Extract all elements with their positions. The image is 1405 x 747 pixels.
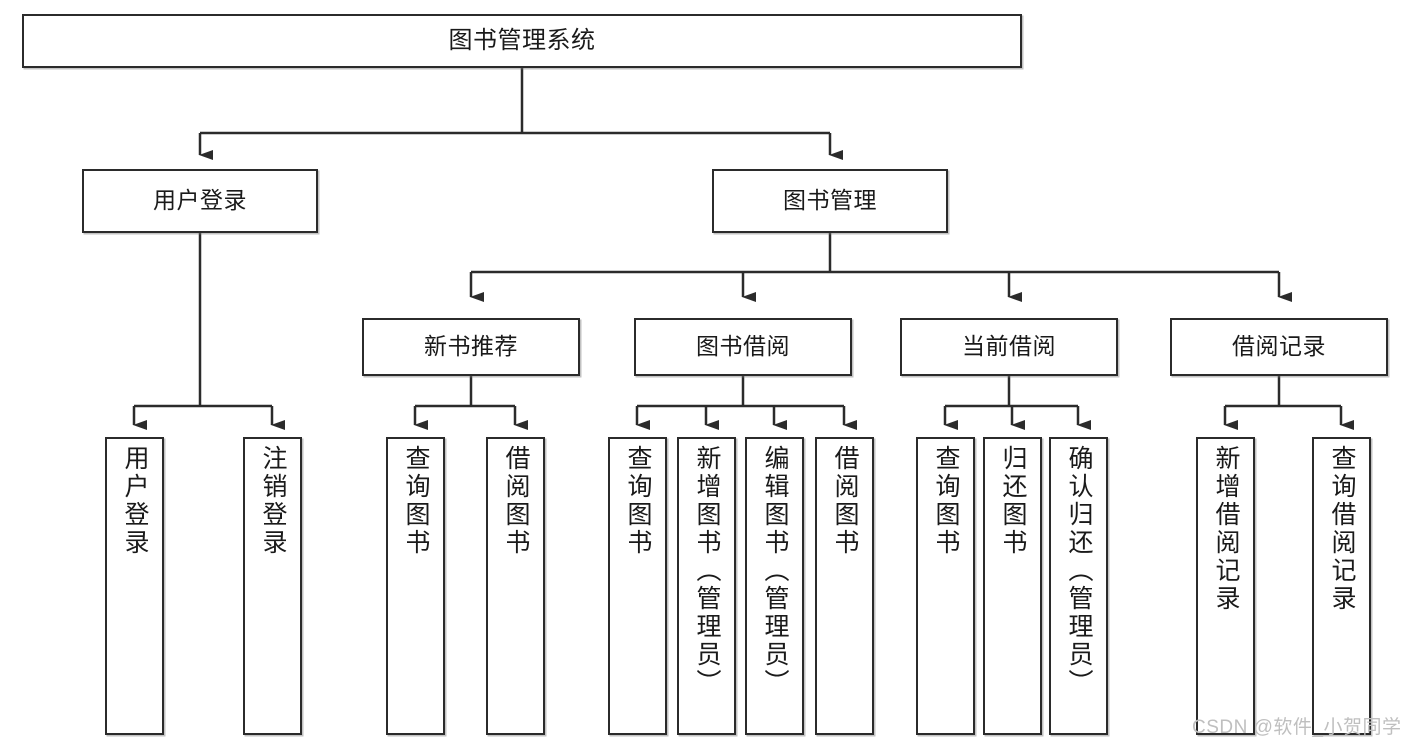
node-leaf-edit-book[interactable]: 编辑图书（管理员） <box>745 437 804 735</box>
node-current-borrow-label: 当前借阅 <box>962 333 1056 360</box>
node-leaf-add-book-label: 新增图书（管理员） <box>693 445 721 697</box>
node-leaf-edit-book-label: 编辑图书（管理员） <box>761 445 789 697</box>
node-new-book-recommend[interactable]: 新书推荐 <box>362 318 580 376</box>
node-leaf-return-book-label: 归还图书 <box>999 445 1027 557</box>
csdn-watermark: CSDN @软件_小贺同学 <box>1192 717 1402 738</box>
node-book-manage[interactable]: 图书管理 <box>712 169 948 233</box>
node-leaf-borrow-book-1-label: 借阅图书 <box>502 445 530 557</box>
node-leaf-query-record[interactable]: 查询借阅记录 <box>1312 437 1371 735</box>
node-leaf-query-book-2-label: 查询图书 <box>624 445 652 557</box>
node-leaf-add-record[interactable]: 新增借阅记录 <box>1196 437 1255 735</box>
node-leaf-user-login[interactable]: 用户登录 <box>105 437 164 735</box>
node-book-borrow-label: 图书借阅 <box>696 333 790 360</box>
node-borrow-record-label: 借阅记录 <box>1232 333 1326 360</box>
node-user-login[interactable]: 用户登录 <box>82 169 318 233</box>
node-leaf-add-record-label: 新增借阅记录 <box>1212 445 1240 613</box>
node-leaf-return-book[interactable]: 归还图书 <box>983 437 1042 735</box>
node-book-borrow[interactable]: 图书借阅 <box>634 318 852 376</box>
node-root[interactable]: 图书管理系统 <box>22 14 1022 68</box>
node-borrow-record[interactable]: 借阅记录 <box>1170 318 1388 376</box>
node-current-borrow[interactable]: 当前借阅 <box>900 318 1118 376</box>
node-leaf-borrow-book-1[interactable]: 借阅图书 <box>486 437 545 735</box>
node-leaf-user-login-label: 用户登录 <box>121 445 149 557</box>
node-leaf-borrow-book-2-label: 借阅图书 <box>831 445 859 557</box>
node-leaf-query-book-3-label: 查询图书 <box>932 445 960 557</box>
node-leaf-borrow-book-2[interactable]: 借阅图书 <box>815 437 874 735</box>
node-root-label: 图书管理系统 <box>448 26 596 54</box>
node-leaf-logout-label: 注销登录 <box>259 445 287 557</box>
node-leaf-query-book-1-label: 查询图书 <box>402 445 430 557</box>
node-leaf-query-book-2[interactable]: 查询图书 <box>608 437 667 735</box>
node-leaf-query-book-1[interactable]: 查询图书 <box>386 437 445 735</box>
node-user-login-label: 用户登录 <box>153 187 247 214</box>
node-leaf-confirm-return-label: 确认归还（管理员） <box>1065 445 1093 697</box>
node-leaf-query-record-label: 查询借阅记录 <box>1328 445 1356 613</box>
node-leaf-logout[interactable]: 注销登录 <box>243 437 302 735</box>
node-leaf-add-book[interactable]: 新增图书（管理员） <box>677 437 736 735</box>
node-leaf-query-book-3[interactable]: 查询图书 <box>916 437 975 735</box>
node-book-manage-label: 图书管理 <box>783 187 877 214</box>
node-leaf-confirm-return[interactable]: 确认归还（管理员） <box>1049 437 1108 735</box>
node-new-book-recommend-label: 新书推荐 <box>424 333 518 360</box>
